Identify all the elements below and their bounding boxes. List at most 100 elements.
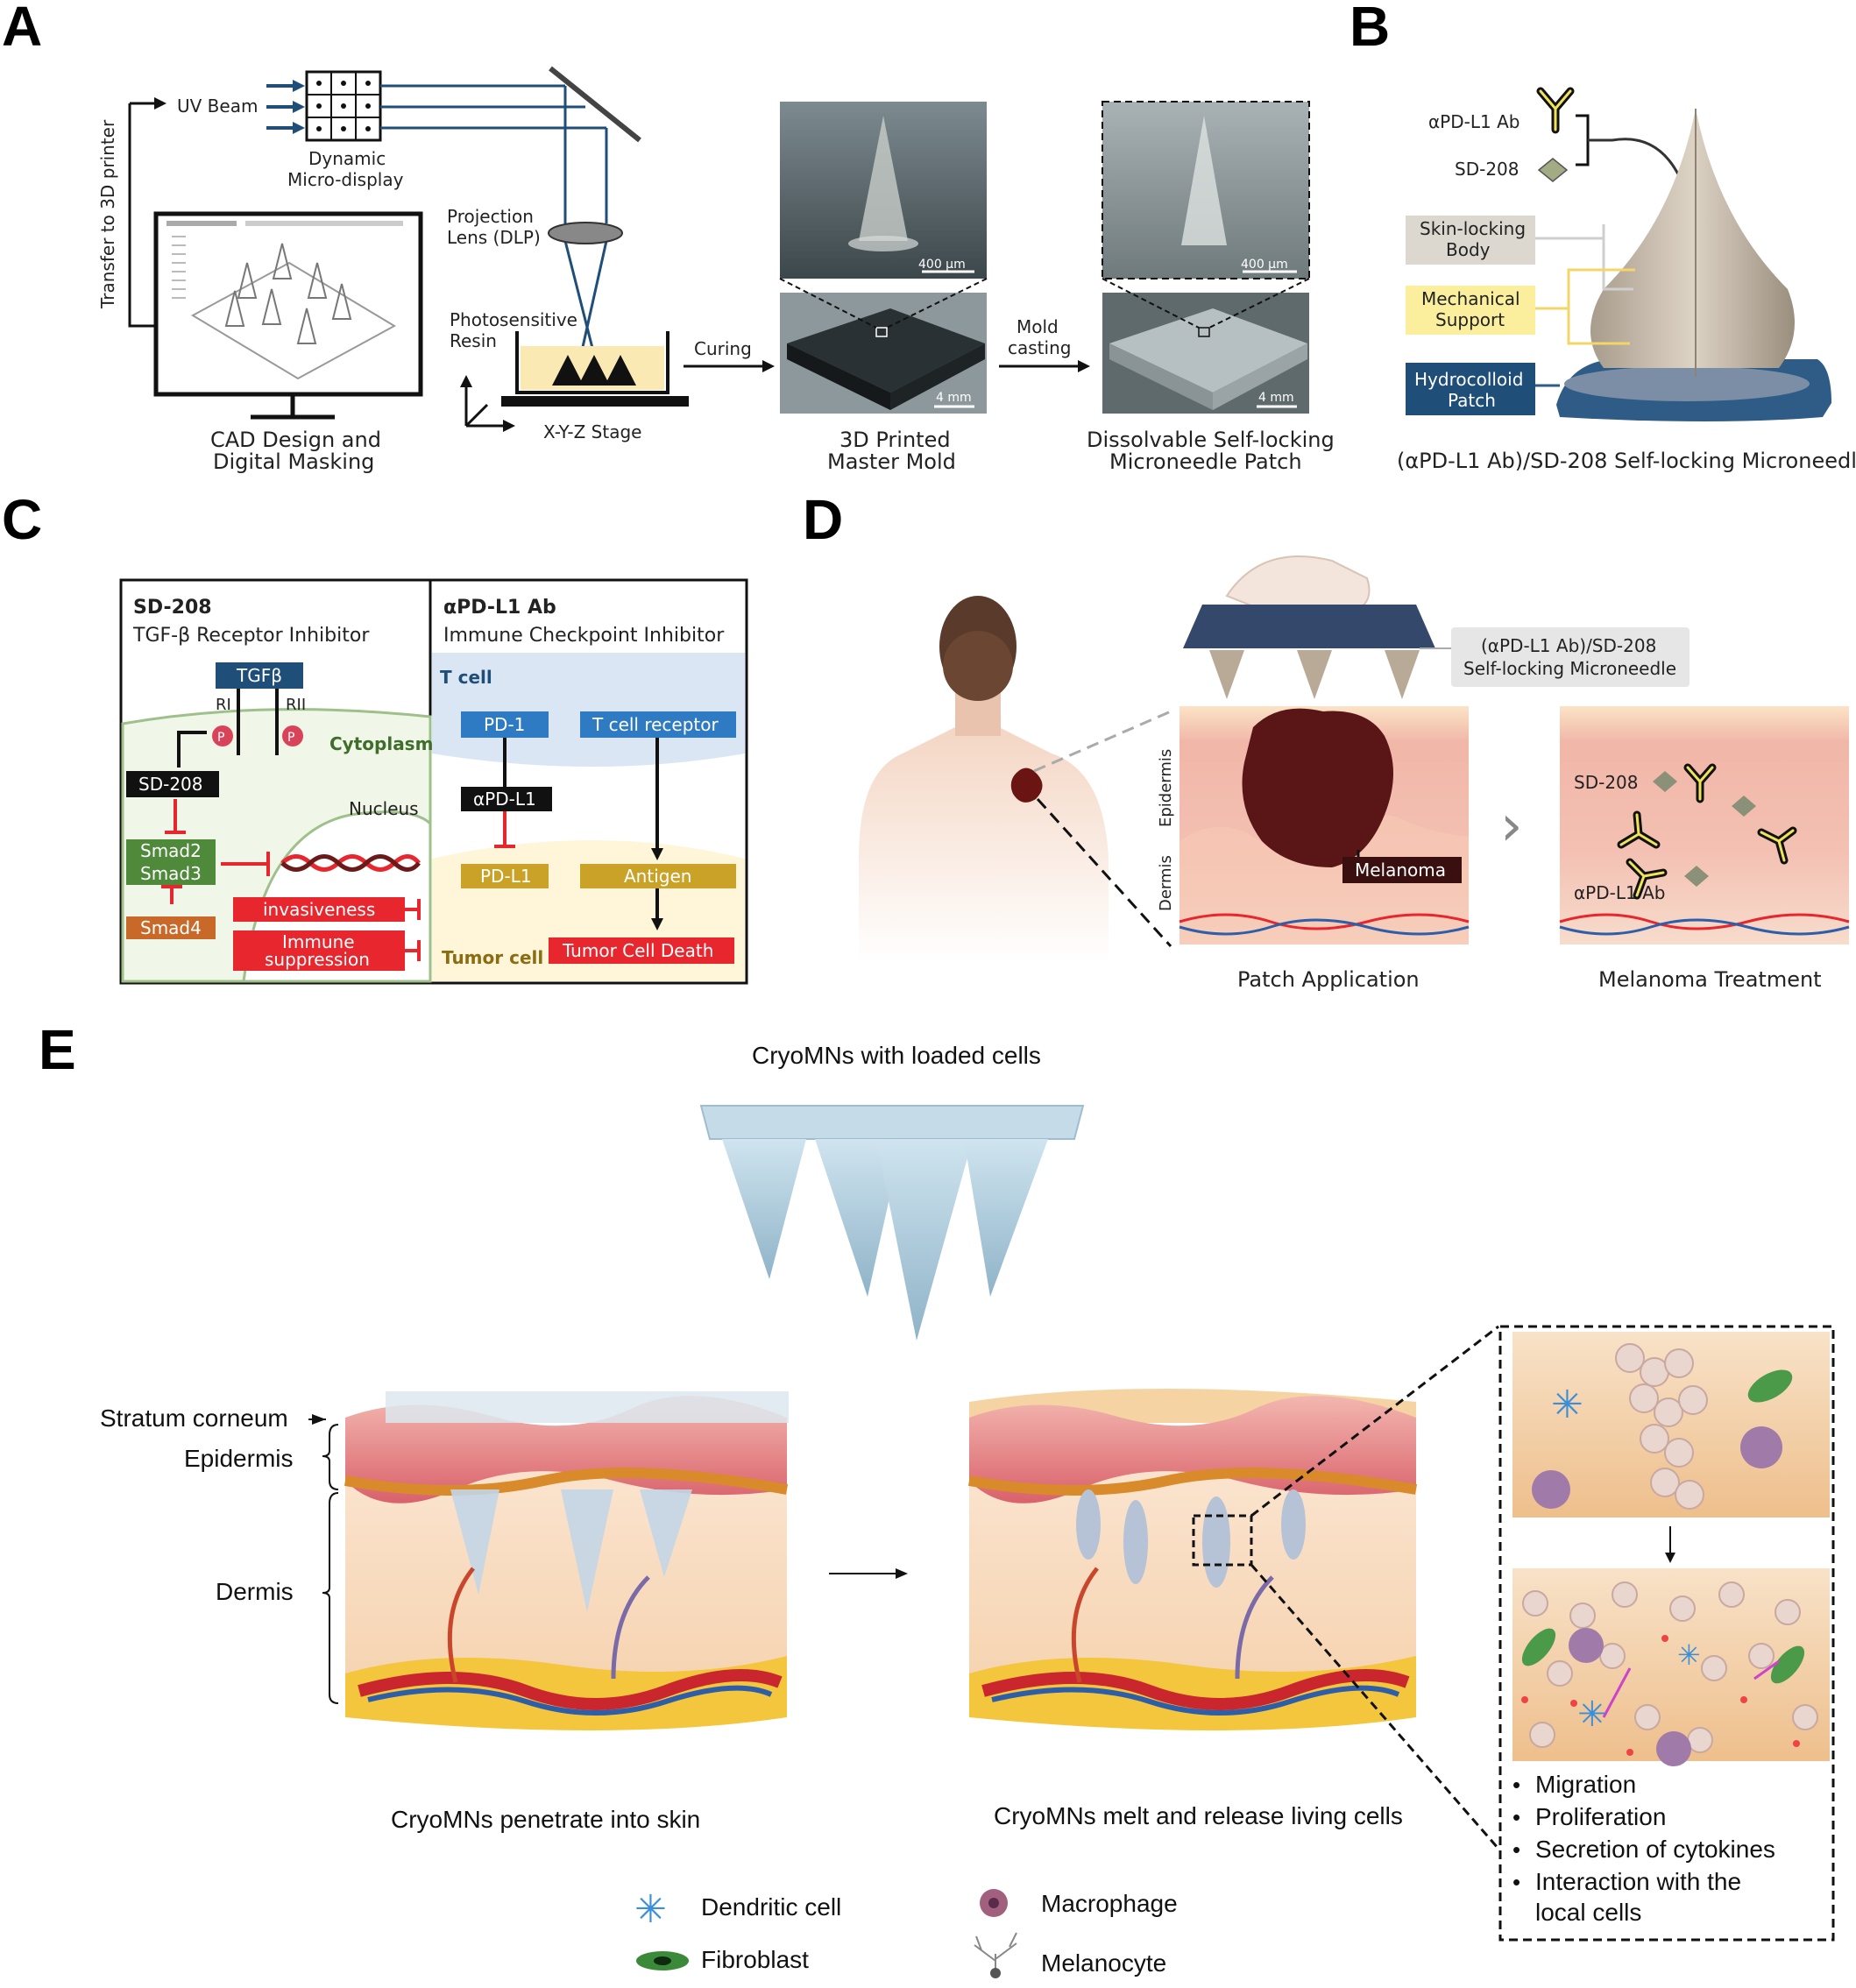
skin-block-left (344, 1391, 789, 1730)
e-bullet-list: • Migration • Proliferation • Secretion … (1512, 1771, 1775, 1926)
bullet-1: Migration (1535, 1771, 1636, 1798)
uv-arrows (266, 80, 305, 134)
transfer-label: Transfer to 3D printer (97, 119, 118, 309)
svg-text:P: P (217, 731, 224, 745)
mirror (549, 66, 641, 143)
dna-helix-icon (280, 854, 421, 872)
uv-beam-label: UV Beam (177, 96, 258, 117)
svg-text:✳: ✳ (1577, 1694, 1607, 1735)
patch-array-photo (1102, 293, 1309, 414)
stratum-label: Stratum corneum (100, 1404, 288, 1432)
stage-label: X-Y-Z Stage (543, 421, 641, 442)
d-caption-left: Patch Application (1237, 967, 1420, 992)
e-title: CryoMNs with loaded cells (752, 1042, 1041, 1069)
resin-label-1: Photosensitive (450, 309, 577, 330)
melanocyte-icon (974, 1932, 1017, 1978)
panel-d: D (αPD-L1 Ab)/SD-208 Self-locking Micron… (803, 488, 1850, 992)
master-label-2: Master Mold (827, 449, 956, 474)
d-caption-right: Melanoma Treatment (1598, 967, 1822, 992)
mechanical-label-2: Support (1435, 309, 1505, 330)
hydrocolloid-box (1406, 363, 1535, 415)
b-caption: (αPD-L1 Ab)/SD-208 Self-locking Micronee… (1397, 449, 1856, 473)
c-right-sub: Immune Checkpoint Inhibitor (443, 625, 725, 647)
scale-um-1: 400 μm (918, 258, 966, 272)
legend-dendritic: Dendritic cell (701, 1893, 841, 1921)
d-apdl1-label: αPD-L1 Ab (1574, 882, 1665, 903)
mold-label-2: casting (1008, 337, 1071, 358)
patch-closeup-photo (1102, 101, 1310, 279)
skin-locking-label-2: Body (1446, 239, 1491, 260)
drug-diamond-icon (1537, 158, 1569, 182)
antigen-label: Antigen (624, 866, 691, 887)
antigen-box (580, 864, 736, 888)
legend-fibroblast: Fibroblast (701, 1946, 809, 1973)
e-caption-left: CryoMNs penetrate into skin (391, 1806, 700, 1833)
dendritic-cell-icon: ✳ (634, 1887, 667, 1932)
micro-display-label-1: Dynamic (308, 148, 386, 169)
apdl1-label: αPD-L1 (473, 789, 536, 810)
bullet-4: Interaction with the (1535, 1868, 1741, 1895)
tumor-cell-label: Tumor cell (442, 947, 543, 968)
d-sd208-label: SD-208 (1574, 772, 1639, 793)
e-epidermis-label: Epidermis (184, 1445, 293, 1472)
phospho-left (212, 725, 233, 746)
panel-letter-e: E (39, 1018, 76, 1081)
microneedle-patch (1183, 605, 1435, 648)
bullet-5: local cells (1535, 1899, 1641, 1926)
e-caption-right: CryoMNs melt and release living cells (994, 1802, 1403, 1829)
apdl1-box (461, 787, 552, 811)
cad-monitor (153, 211, 423, 420)
patient-back-illustration (859, 596, 1109, 964)
dermis-label: Dermis (1157, 855, 1175, 911)
smad2-label: Smad2 (140, 840, 202, 861)
tcell-label: T cell (440, 667, 492, 688)
skin-locking-label-1: Skin-locking (1420, 218, 1526, 239)
b-sd-label: SD-208 (1455, 159, 1520, 180)
skin-block-right (967, 1389, 1418, 1730)
cytoplasm-label: Cytoplasm (329, 733, 433, 754)
svg-text:•: • (1512, 1836, 1520, 1863)
immune-suppression-box (233, 930, 405, 971)
phospho-right (282, 725, 303, 746)
projection-beams (380, 84, 608, 356)
micro-display-label-2: Micro-display (287, 169, 404, 190)
smad2-box (126, 839, 216, 862)
zoom-marker-box (1192, 1514, 1253, 1567)
legend-macrophage: Macrophage (1041, 1890, 1178, 1917)
panel-b: B αPD-L1 Ab SD-208 (1349, 0, 1856, 473)
panel-letter-b: B (1349, 0, 1390, 58)
b-leader-lines (1532, 224, 1635, 387)
tcell-region (432, 653, 745, 767)
e-legend: ✳ Dendritic cell Fibroblast Macrophage M… (634, 1887, 1178, 1978)
tcr-label: T cell receptor (592, 714, 719, 735)
transfer-bracket (128, 103, 154, 328)
zoom-after-image: ✳ ✳ (1512, 1568, 1830, 1766)
pdl1-box (461, 864, 549, 888)
d-chevron-icon: › (1500, 794, 1523, 859)
master-mold-closeup-photo (780, 102, 987, 279)
e-dermis-label: Dermis (216, 1578, 294, 1605)
tgfb-box (216, 662, 303, 689)
scale-mm-2: 4 mm (1258, 391, 1294, 405)
tumor-death-box (549, 937, 734, 964)
curing-label: Curing (694, 338, 752, 359)
svg-text:✳: ✳ (1677, 1638, 1701, 1672)
panel-a: A Transfer to 3D printer UV Beam Dynamic (2, 0, 1335, 474)
sd208-box (126, 771, 219, 797)
skin-locking-box (1406, 216, 1535, 265)
patch-label-1: Dissolvable Self-locking (1087, 428, 1335, 452)
self-locking-needle (1556, 109, 1831, 421)
d-callout-box (1451, 627, 1690, 687)
hydrocolloid-label-1: Hydrocolloid (1414, 369, 1523, 390)
smad4-label: Smad4 (140, 917, 202, 938)
hydrocolloid-label-2: Patch (1448, 390, 1496, 411)
immune-label-1: Immune (282, 931, 355, 952)
tgfb-label: TGFβ (236, 665, 282, 686)
d-callout-1: (αPD-L1 Ab)/SD-208 (1481, 635, 1656, 656)
pd1-box (461, 711, 549, 738)
tumor-death-label: Tumor Cell Death (562, 940, 713, 961)
nucleus-label: Nucleus (349, 798, 419, 819)
master-mold-array-photo (780, 293, 987, 414)
bullet-3: Secretion of cytokines (1535, 1836, 1775, 1863)
